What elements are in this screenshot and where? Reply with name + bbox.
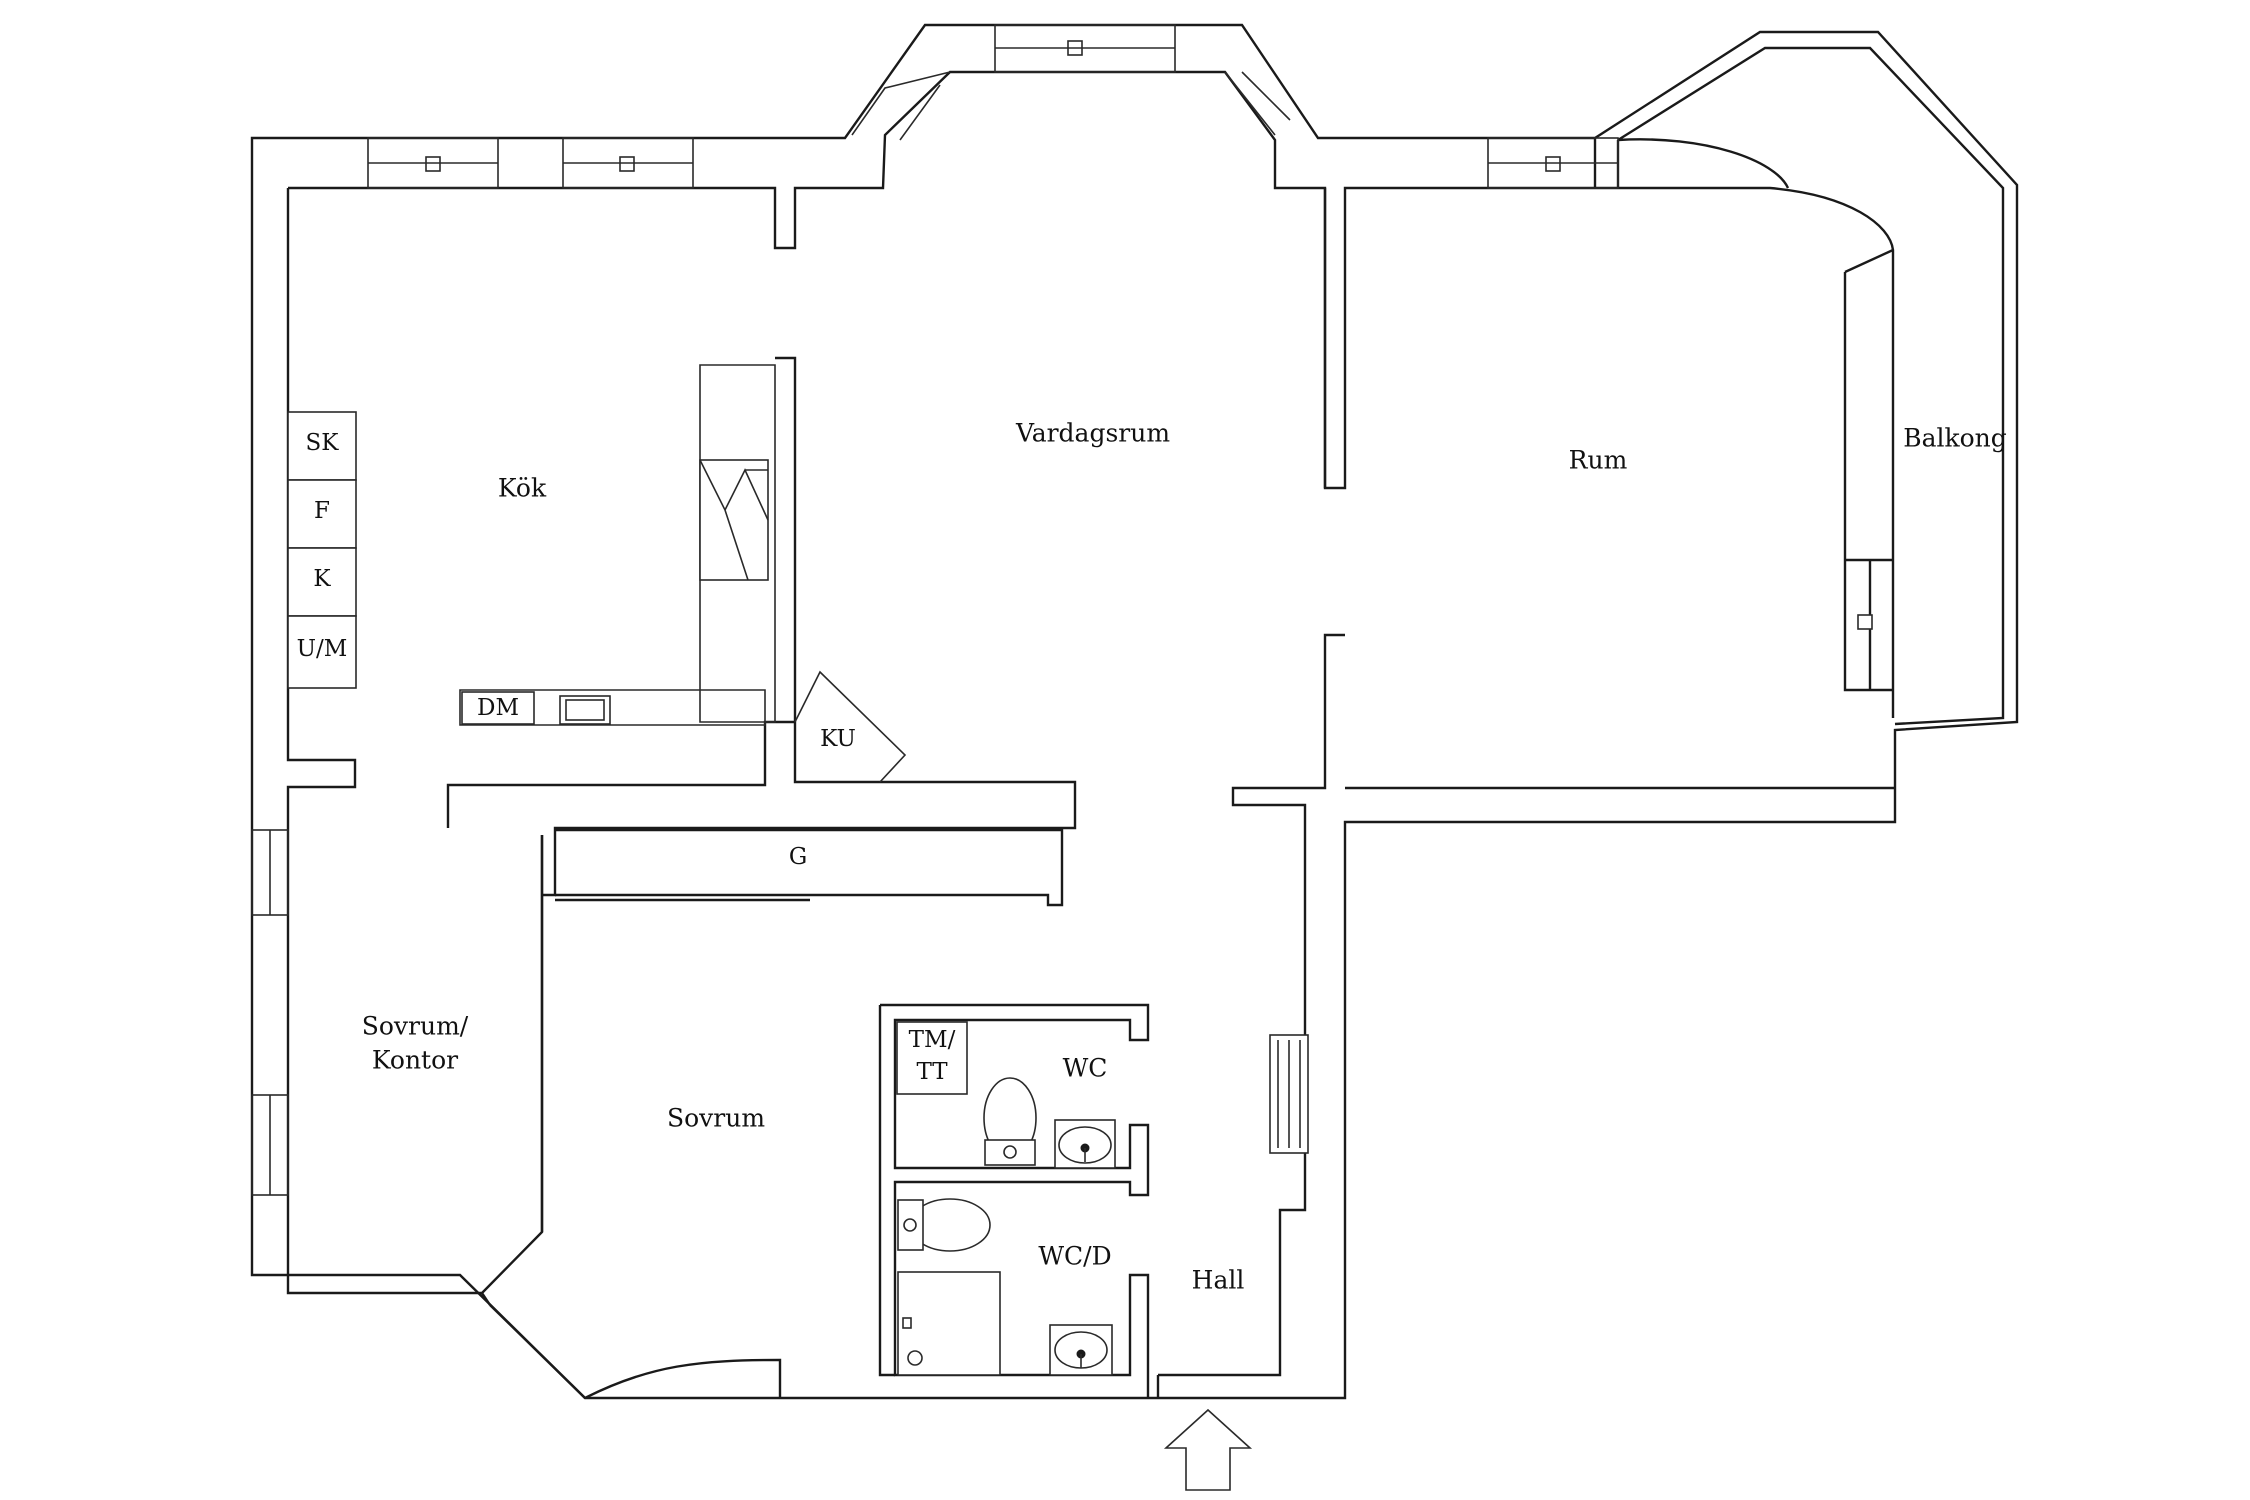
windows: [251, 24, 1873, 1196]
room-label-balkong: Balkong: [1903, 424, 2007, 453]
stove-icon: [699, 459, 769, 581]
kitchen-fixtures: SK F K U/M DM: [287, 364, 776, 726]
fixture-k: [287, 547, 357, 617]
fixture-f-label: F: [314, 498, 330, 524]
room-label-hall: Hall: [1192, 1266, 1245, 1295]
interior-walls: [446, 188, 1895, 1400]
fixture-um-label: U/M: [297, 636, 348, 662]
fixture-tm-label: TM/: [909, 1027, 956, 1053]
radiator-icon: [1269, 1034, 1309, 1154]
fixture-sk: [287, 411, 357, 481]
sink-icon: [1049, 1324, 1113, 1376]
shower-icon: [897, 1271, 1001, 1376]
wc-fixtures: TM/ TT: [896, 1021, 1116, 1169]
fixture-f: [287, 479, 357, 549]
room-label-sovrum-kontor-line1: Sovrum/: [362, 1012, 469, 1041]
room-label-kok: Kök: [498, 474, 547, 503]
room-label-vardagsrum: Vardagsrum: [1015, 419, 1170, 448]
entrance-arrow-icon: [1163, 1408, 1253, 1491]
fixture-sk-label: SK: [306, 430, 340, 456]
fixture-tt-label: TT: [916, 1059, 948, 1085]
fixture-tmtt: [896, 1021, 968, 1095]
sink-icon: [1054, 1119, 1116, 1169]
fixture-g-label: G: [789, 844, 807, 870]
storage-fixtures: KU G: [789, 670, 907, 870]
fixture-dm: [461, 691, 535, 725]
fixture-dm-label: DM: [477, 695, 519, 721]
room-label-sovrum: Sovrum: [667, 1104, 765, 1133]
toilet-icon: [983, 1077, 1037, 1166]
fixture-k-label: K: [313, 566, 331, 592]
fixture-um: [287, 615, 357, 689]
room-label-sovrum-kontor-line2: Kontor: [372, 1046, 458, 1075]
toilet-icon: [897, 1198, 991, 1252]
room-labels: Kök Vardagsrum Rum Balkong Sovrum/ Konto…: [362, 419, 2007, 1295]
room-label-wc-d: WC/D: [1038, 1242, 1111, 1271]
wcd-fixtures: [897, 1198, 1113, 1376]
room-label-rum: Rum: [1569, 446, 1628, 475]
room-label-wc: WC: [1063, 1054, 1108, 1083]
fixture-ku-label: KU: [820, 726, 856, 752]
